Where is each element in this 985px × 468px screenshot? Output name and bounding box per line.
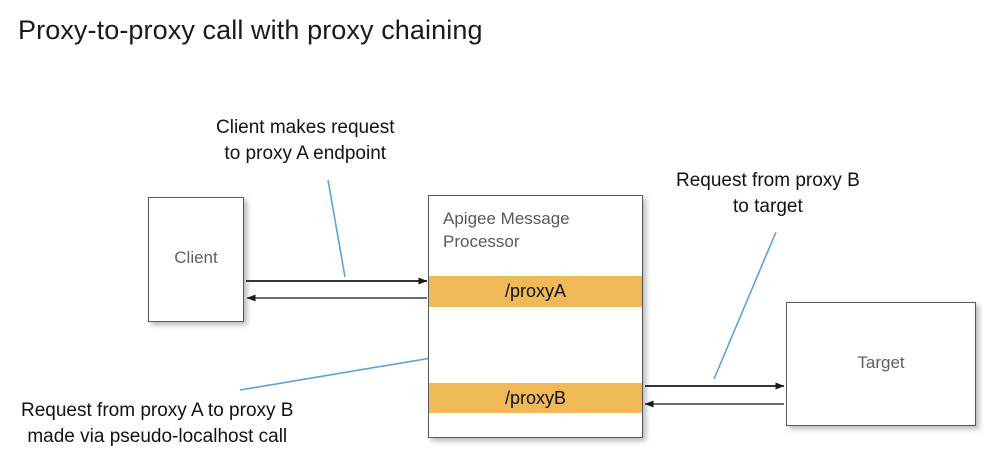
node-target[interactable]: Target xyxy=(786,302,976,426)
mp-title-line2: Processor xyxy=(443,232,520,251)
annotation-target-request: Request from proxy B to target xyxy=(676,168,860,220)
leader-line-target-request xyxy=(713,231,777,380)
proxy-a-bar[interactable]: /proxyA xyxy=(429,276,642,307)
mp-title-line1: Apigee Message xyxy=(443,209,570,228)
leader-line-client-request xyxy=(327,179,346,278)
node-message-processor[interactable]: Apigee Message Processor /proxyA /proxyB xyxy=(428,195,643,438)
annotation-target-request-line1: Request from proxy B xyxy=(676,170,860,191)
node-message-processor-label: Apigee Message Processor xyxy=(443,207,633,253)
node-client[interactable]: Client xyxy=(148,197,244,322)
annotation-client-request-line2: to proxy A endpoint xyxy=(224,143,387,164)
annotation-client-request: Client makes request to proxy A endpoint xyxy=(216,115,394,167)
annotation-proxy-chain-line1: Request from proxy A to proxy B xyxy=(21,400,294,421)
annotation-client-request-line1: Client makes request xyxy=(216,117,395,138)
node-client-label: Client xyxy=(174,248,218,267)
proxy-b-bar[interactable]: /proxyB xyxy=(429,383,642,413)
annotation-proxy-chain-line2: made via pseudo-localhost call xyxy=(27,426,288,447)
page-title: Proxy-to-proxy call with proxy chaining xyxy=(18,15,483,45)
node-target-label: Target xyxy=(857,353,905,372)
annotation-proxy-chain: Request from proxy A to proxy B made via… xyxy=(21,398,293,450)
annotation-target-request-line2: to target xyxy=(733,196,803,217)
